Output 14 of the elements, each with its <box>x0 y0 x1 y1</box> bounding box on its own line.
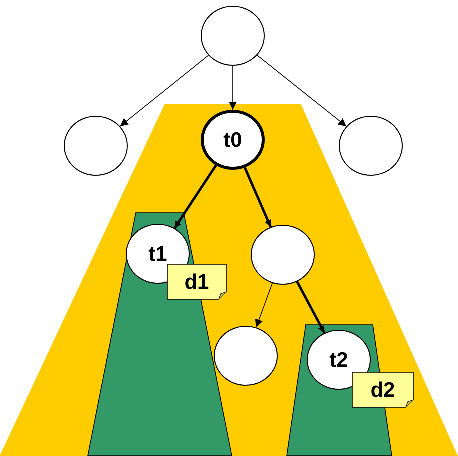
node-label: t1 <box>148 244 168 264</box>
arrow <box>174 164 218 230</box>
arrow <box>229 66 237 110</box>
node-label: t0 <box>224 130 242 150</box>
node-label: d2 <box>370 380 396 400</box>
node-label: d1 <box>184 272 210 292</box>
arrow <box>296 281 326 334</box>
node-label: t2 <box>330 350 348 370</box>
arrow <box>244 167 272 228</box>
arrow <box>255 282 273 328</box>
note-box <box>167 264 227 300</box>
arrow <box>120 55 210 127</box>
arrow <box>256 55 348 127</box>
note-box <box>352 372 414 408</box>
